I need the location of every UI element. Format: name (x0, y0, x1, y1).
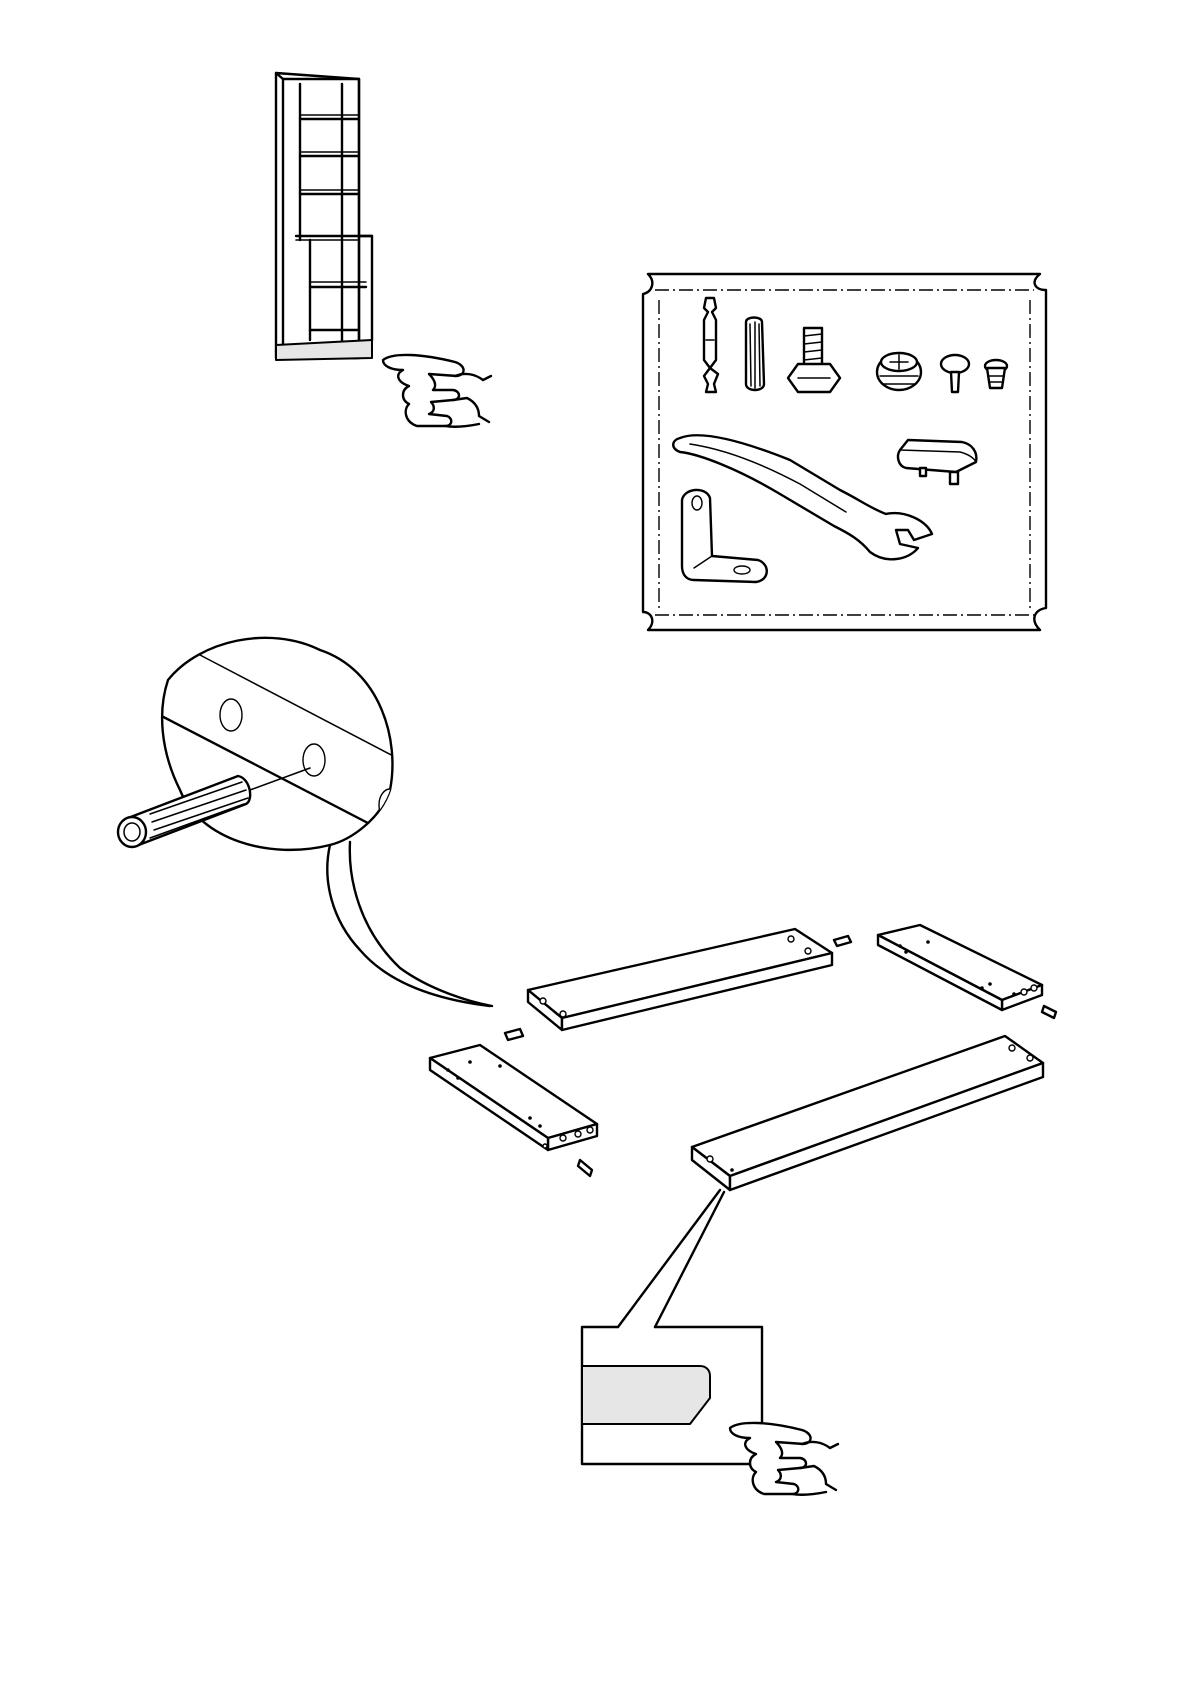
pointing-hand-icon (730, 1423, 838, 1495)
pointing-hand-icon (383, 355, 491, 427)
cam-lock-icon (877, 353, 921, 390)
adjustable-foot-icon (788, 328, 840, 392)
l-bracket-icon (682, 490, 767, 582)
board-short-right (878, 925, 1056, 1018)
board-long-back (528, 929, 832, 1030)
bookcase-illustration (276, 73, 372, 360)
plastic-plug-icon (985, 360, 1007, 388)
magnifier-detail (118, 638, 492, 1006)
cam-bolt-icon (704, 298, 718, 392)
plinth-glide-icon (898, 440, 976, 484)
board-short-left (430, 1045, 597, 1176)
shelf-pin-icon (941, 355, 969, 392)
wooden-dowel-icon (746, 318, 764, 391)
edge-profile-detail (582, 1190, 762, 1464)
board-long-front (692, 1036, 1043, 1190)
